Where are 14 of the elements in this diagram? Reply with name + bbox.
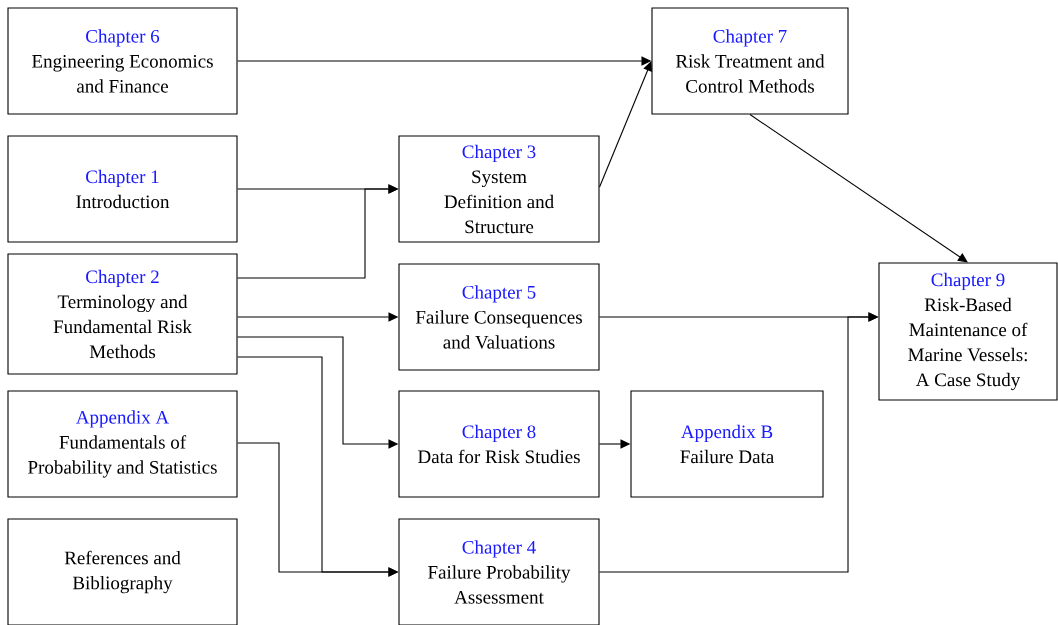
chapter-box: Chapter 2 Terminology and Fundamental Risk Methods	[7, 253, 238, 375]
chapter-box: Chapter 9 Risk-Based Maintenance of Marine Vessels: A Case Study	[878, 262, 1058, 401]
arrow	[599, 61, 652, 188]
chapter-box: Appendix B Failure Data	[630, 390, 824, 498]
chapter-box: Chapter 4 Failure Probability Assessment	[398, 518, 600, 625]
arrow	[749, 114, 968, 263]
chapter-box: Chapter 8 Data for Risk Studies	[398, 390, 600, 498]
chapter-box: Chapter 7 Risk Treatment and Control Methods	[651, 7, 849, 115]
chapter-box: Chapter 5 Failure Consequences and Valuations	[398, 263, 600, 371]
chapter-box: Chapter 6 Engineering Economics and Finance	[7, 7, 238, 115]
chapter-box: Appendix A Fundamentals of Probability and Statistics	[7, 390, 238, 498]
chapter-box: Chapter 1 Introduction	[7, 135, 238, 243]
chapter-box: References and Bibliography	[7, 518, 238, 625]
chapter-box: Chapter 3 System Definition and Structure	[398, 135, 600, 243]
